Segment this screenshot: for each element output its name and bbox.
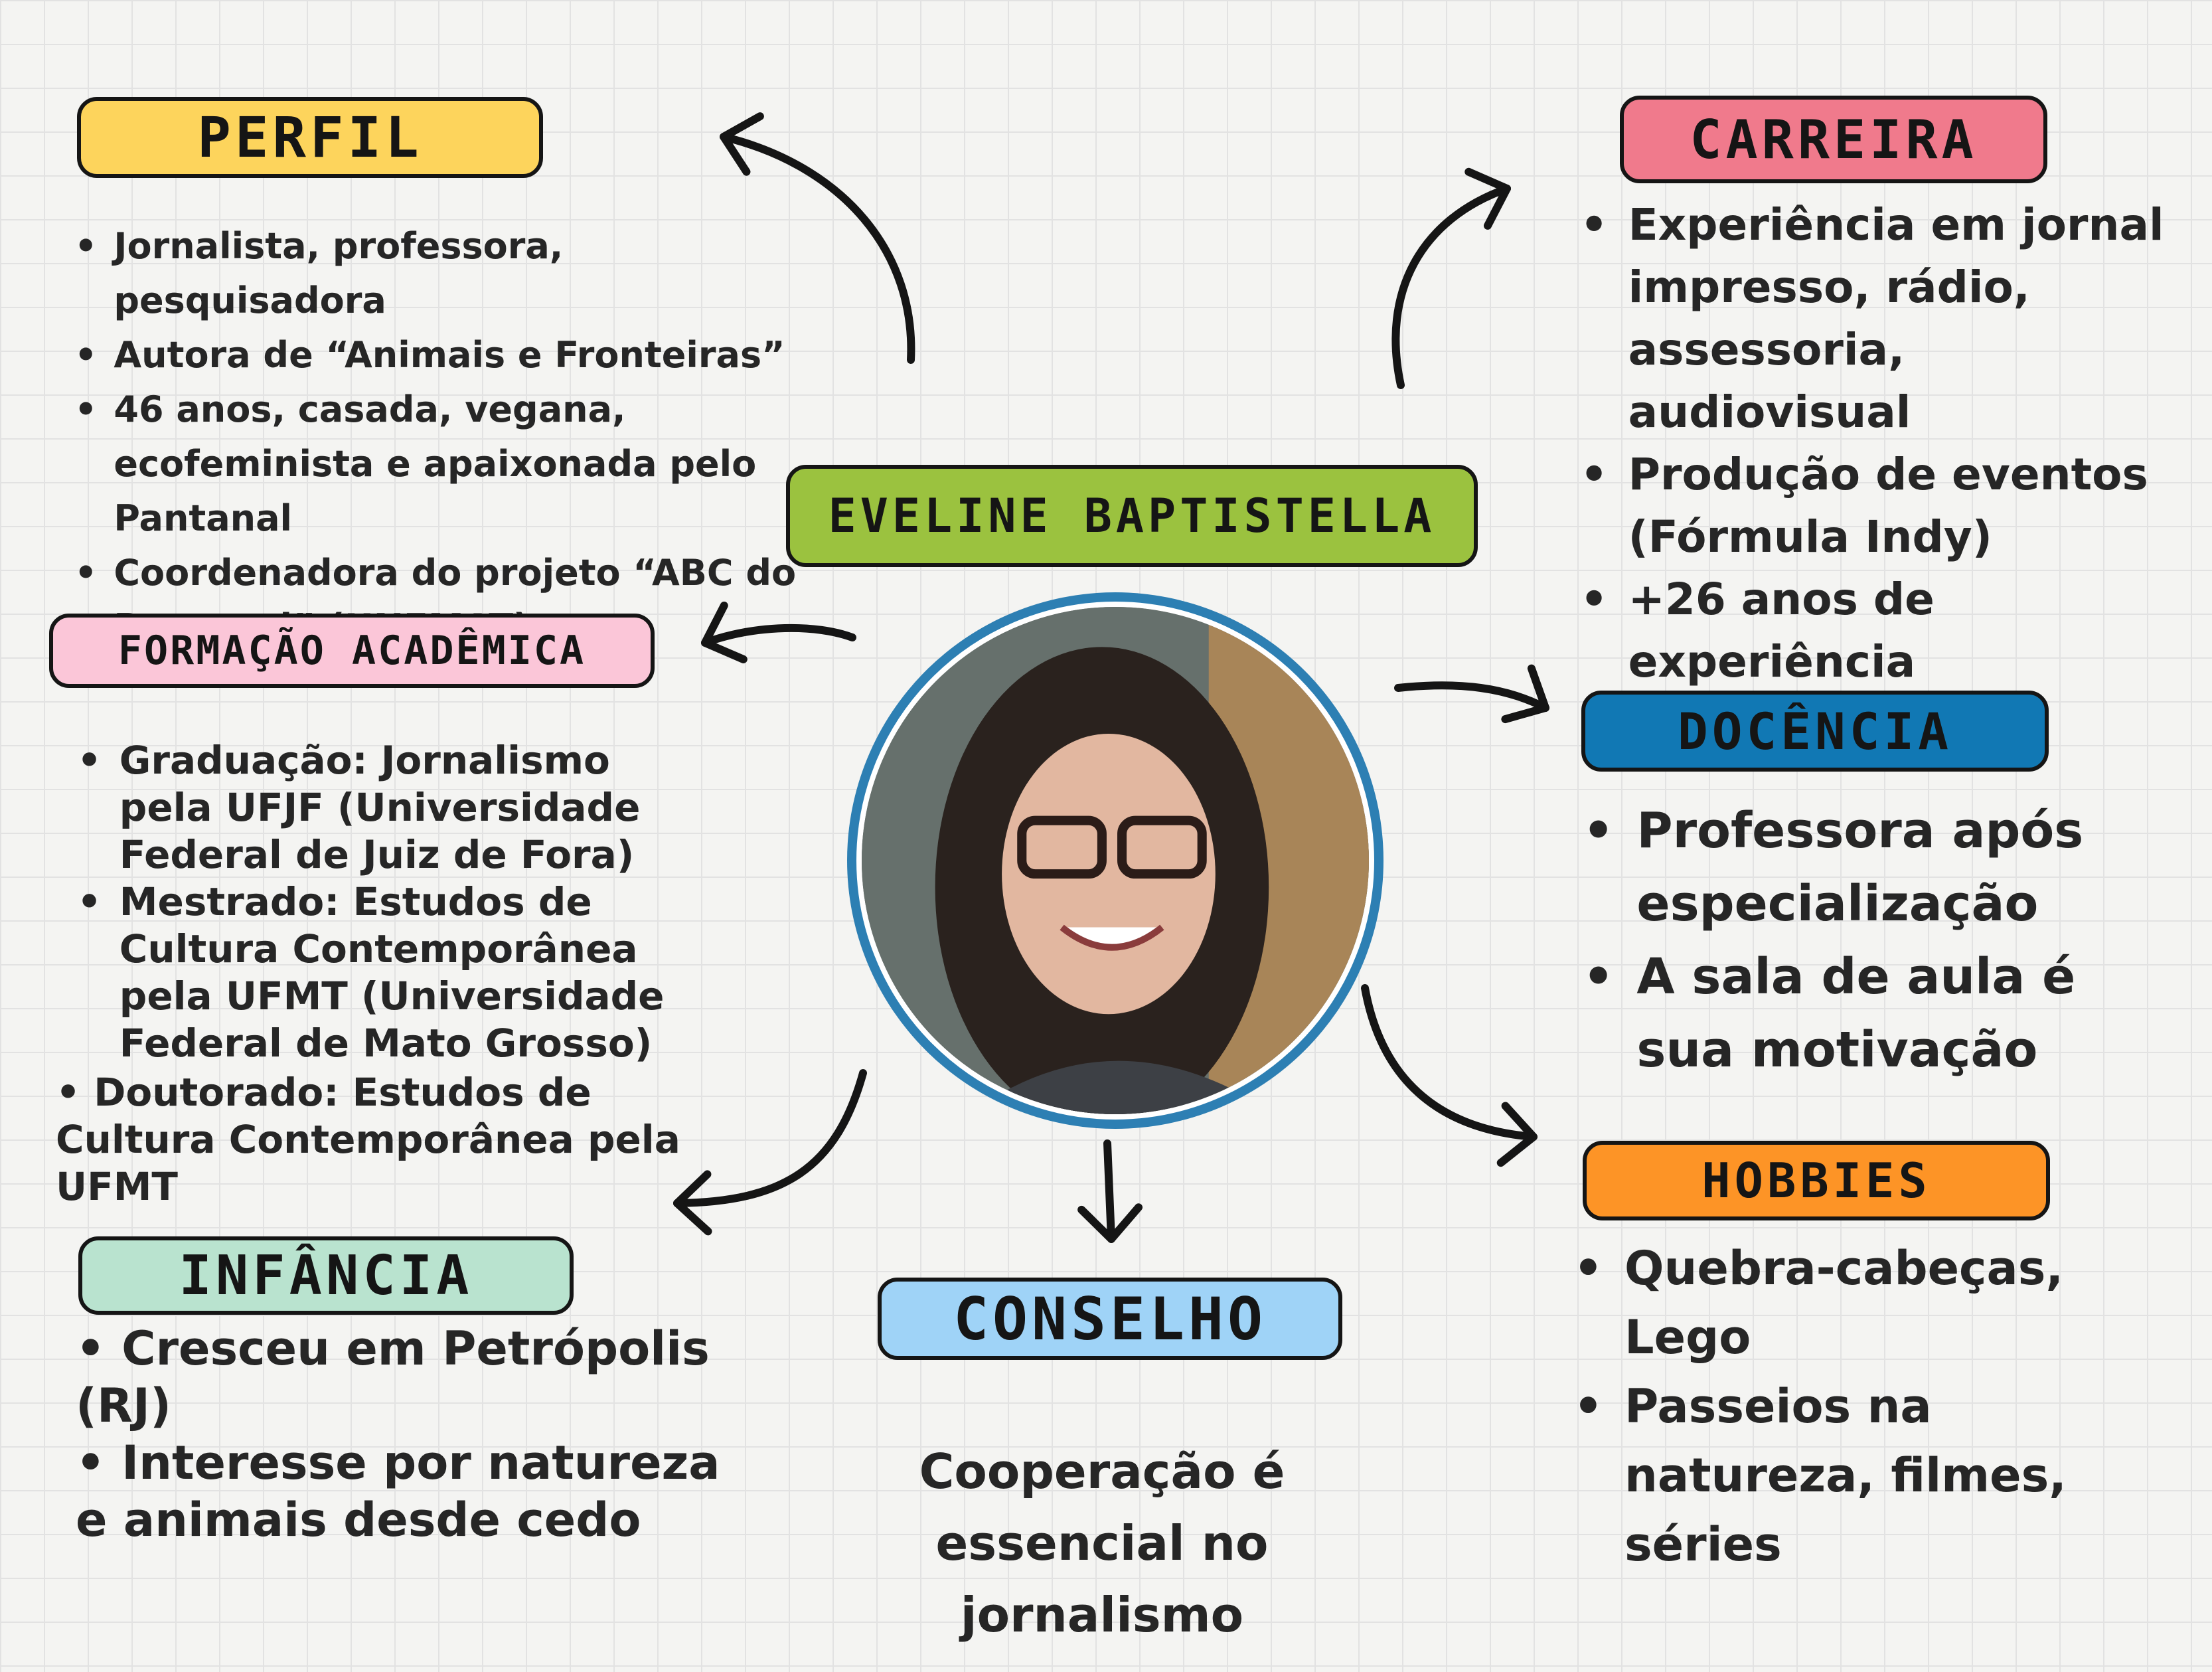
conselho-text: Cooperação é essencial no jornalismo [919,1444,1285,1643]
arrow-to-hobbies [1361,984,1538,1167]
carreira-title: Carreira [1620,96,2047,183]
portrait-illustration [862,607,1369,1114]
list-item: Graduação: Jornalismo pela UFJF (Univers… [77,737,714,878]
infancia-line-1: • Cresceu em Petrópolis (RJ) [76,1321,710,1433]
list-item: Quebra-cabeças, Lego [1573,1234,2104,1372]
arrow-to-infancia [673,1069,867,1236]
formacao-list: Graduação: Jornalismo pela UFJF (Univers… [77,737,714,1067]
infancia-line-2: • Interesse por natureza e animais desde… [76,1436,720,1547]
list-item: A sala de aula é sua motivação [1583,940,2087,1086]
portrait-photo [856,602,1374,1120]
list-item: Autora de “Animais e Fronteiras” [74,328,798,382]
profile-photo-frame [847,592,1383,1129]
hobbies-list: Quebra-cabeças, Lego Passeios na naturez… [1573,1234,2104,1579]
list-item: Professora após especialização [1583,794,2087,940]
infancia-title: Infância [78,1236,574,1315]
list-item: +26 anos de experiência [1580,568,2177,693]
perfil-list: Jornalista, professora, pesquisadora Aut… [74,219,798,655]
name-title: Eveline Baptistella [786,465,1478,567]
list-item: Passeios na natureza, filmes, séries [1573,1372,2104,1579]
docencia-list: Professora após especialização A sala de… [1583,794,2087,1086]
formacao-title: Formação Acadêmica [49,614,655,688]
arrow-to-carreira [1391,167,1511,389]
perfil-title: Perfil [77,97,543,178]
carreira-list: Experiência em jornal impresso, rádio, a… [1580,194,2177,693]
docencia-title: Docência [1581,691,2049,772]
list-item: Jornalista, professora, pesquisadora [74,219,798,328]
conselho-title: Conselho [878,1278,1342,1360]
list-item: Experiência em jornal impresso, rádio, a… [1580,194,2177,444]
formacao-doutorado: • Doutorado: Estudos de Cultura Contempo… [56,1070,680,1209]
list-item: Mestrado: Estudos de Cultura Contemporân… [77,878,714,1067]
list-item: 46 anos, casada, vegana, ecofeminista e … [74,382,798,546]
list-item: Produção de eventos (Fórmula Indy) [1580,444,2177,568]
arrow-to-conselho [1077,1139,1143,1243]
hobbies-title: Hobbies [1583,1141,2050,1220]
arrow-to-docencia [1394,664,1549,724]
arrow-to-perfil [720,112,915,364]
